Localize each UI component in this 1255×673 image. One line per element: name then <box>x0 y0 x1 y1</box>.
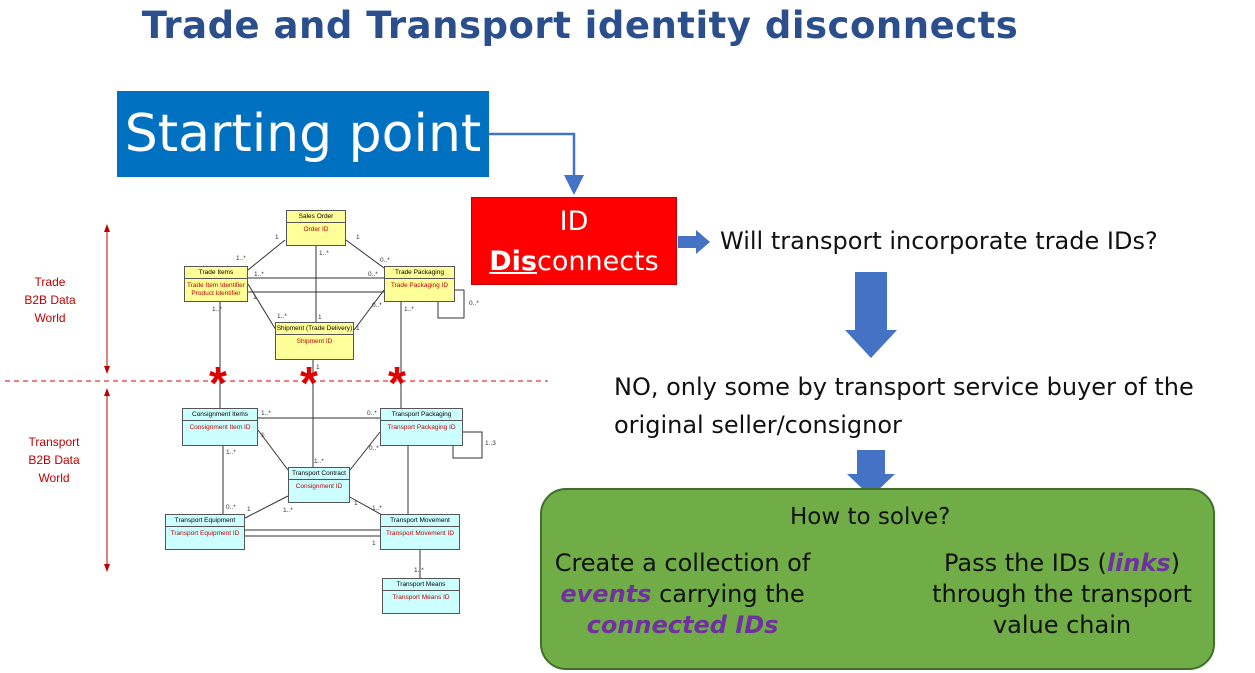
multiplicity: 0..* <box>368 271 378 278</box>
transport-world-label: Transport B2B Data World <box>28 435 80 485</box>
down-arrow-1 <box>845 272 897 358</box>
links-emphasis: links <box>1106 549 1171 577</box>
uml-transport-movement: Transport Movement Transport Movement ID <box>380 514 460 550</box>
uml-consignment-items: Consignment Items Consignment Item ID <box>182 408 258 446</box>
start-to-id-connector <box>489 132 584 195</box>
uml-transport-equipment: Transport Equipment Transport Equipment … <box>165 514 245 550</box>
multiplicity: 1 <box>316 364 320 371</box>
multiplicity: 1..* <box>283 507 293 514</box>
trade-world-label: Trade B2B Data World <box>24 275 76 325</box>
multiplicity: 1..* <box>261 410 271 417</box>
multiplicity: 1 <box>318 314 322 321</box>
multiplicity: 0..* <box>469 300 479 307</box>
multiplicity: 1 <box>354 500 358 507</box>
multiplicity: 1 <box>247 506 251 513</box>
multiplicity: 1..* <box>277 313 287 320</box>
multiplicity: 1..3 <box>485 440 496 447</box>
multiplicity: 1..* <box>254 271 264 278</box>
uml-transport-means: Transport Means Transport Means ID <box>382 578 460 614</box>
id-box-rest: connects <box>537 246 659 277</box>
how-to-solve-text: How to solve? <box>790 504 951 530</box>
disconnect-star-icon: * <box>300 357 318 409</box>
multiplicity: 1..* <box>314 458 324 465</box>
id-box-line1: ID <box>559 206 589 237</box>
multiplicity: 0..* <box>369 445 379 452</box>
uml-transport-packaging: Transport Packaging Transport Packaging … <box>380 408 463 446</box>
disconnect-star-icon: * <box>209 357 227 409</box>
multiplicity: 0..* <box>226 504 236 511</box>
multiplicity: 1..* <box>236 255 246 262</box>
question-text: Will transport incorporate trade IDs? <box>720 227 1158 255</box>
id-box-dis: Dis <box>489 246 538 277</box>
uml-sales-order: Sales Order Order ID <box>286 210 346 246</box>
connected-ids-emphasis: connected IDs <box>586 611 779 639</box>
page-title: Trade and Transport identity disconnects <box>141 4 1019 47</box>
id-box-line2: Disconnects <box>472 242 676 282</box>
uml-shipment: Shipment (Trade Delivery) Shipment ID <box>275 322 354 360</box>
multiplicity: 0..* <box>367 410 377 417</box>
multiplicity: 1..* <box>212 306 222 313</box>
multiplicity: 1 <box>275 234 279 241</box>
events-emphasis: events <box>560 580 652 608</box>
events-solution: Create a collection of events carrying t… <box>554 549 811 639</box>
multiplicity: 0..* <box>380 257 390 264</box>
multiplicity: 0..* <box>372 302 382 309</box>
solution-box <box>540 488 1215 670</box>
starting-point-box: Starting point <box>117 91 489 177</box>
multiplicity: 1..* <box>414 567 424 574</box>
id-disconnects-box: ID Disconnects <box>471 197 677 285</box>
multiplicity: 1..* <box>372 505 382 512</box>
disconnect-star-icon: * <box>388 357 406 409</box>
id-to-question-arrow <box>678 230 710 254</box>
multiplicity: 1..* <box>319 250 329 257</box>
multiplicity: 1 <box>356 325 360 332</box>
multiplicity: 1..* <box>404 306 414 313</box>
multiplicity: 1 <box>356 234 360 241</box>
multiplicity: 1 <box>372 540 376 547</box>
multiplicity: 1 <box>261 432 265 439</box>
answer-text: NO, only some by transport service buyer… <box>614 373 1194 439</box>
multiplicity: 1..* <box>226 449 236 456</box>
multiplicity: 1 <box>253 294 257 301</box>
down-arrow-2 <box>847 450 895 497</box>
uml-trade-packaging: Trade Packaging Trade Packaging ID <box>384 266 455 302</box>
links-solution: Pass the IDs (links) through the transpo… <box>932 549 1192 639</box>
uml-transport-contract: Transport Contract Consignment ID <box>288 467 350 503</box>
